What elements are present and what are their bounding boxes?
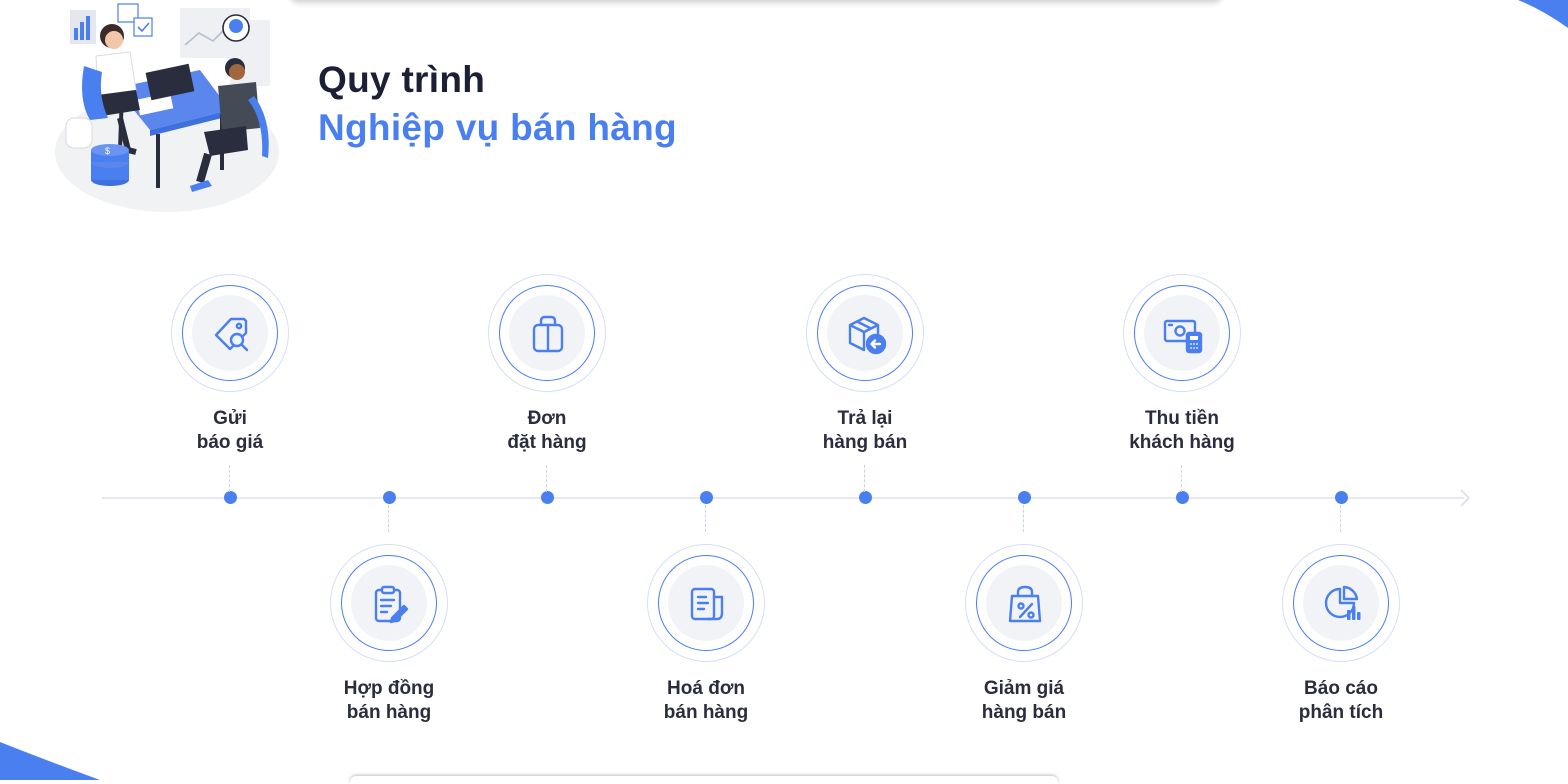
timeline-connector [864,465,866,492]
step-ring [341,555,437,651]
step-node[interactable] [647,544,765,662]
step-node[interactable] [1123,274,1241,392]
timeline-connector [388,505,390,532]
step-label-line2: hàng bán [822,432,908,453]
step-node[interactable] [806,274,924,392]
step-ring [1134,285,1230,381]
timeline-connector [229,465,231,492]
step-label: Báo cáo phân tích [1256,677,1426,725]
step-label-line2: phân tích [1298,702,1384,723]
step-label-line2: khách hàng [1129,432,1235,453]
step-ring [182,285,278,381]
office-meeting-illustration: $ [55,3,279,212]
timeline-dot [382,491,396,504]
step-ring [499,285,595,381]
cash-calculator-icon [1162,313,1204,355]
corner-decoration [0,742,100,780]
step-label: Trả lại hàng bán [780,407,950,455]
invoice-icon [686,583,728,625]
title-block: Quy trình Nghiệp vụ bán hàng [318,58,677,154]
timeline-arrow-icon [1460,489,1471,507]
timeline-dot [699,491,713,504]
timeline-dot [1334,491,1348,504]
timeline-connector [546,465,548,492]
timeline-dot [1017,491,1031,504]
timeline-dot [223,491,237,504]
clipboard-edit-icon [369,583,411,625]
step-label: Thu tiền khách hàng [1097,407,1267,455]
timeline-dot [540,491,554,504]
step-label-line1: Thu tiền [1145,408,1219,429]
step-node[interactable] [965,544,1083,662]
box-return-icon [845,313,887,355]
svg-text:$: $ [105,146,110,156]
step-label-line1: Giảm giá [983,678,1065,699]
timeline-connector [1181,465,1183,492]
step-label-line1: Đơn [527,408,567,429]
step-label: Hợp đồng bán hàng [304,677,474,725]
corner-decoration [1518,0,1568,28]
page-title: Quy trình [318,59,486,100]
step-label-line2: hàng bán [981,702,1067,723]
step-ring [658,555,754,651]
page-subtitle: Nghiệp vụ bán hàng [318,107,677,148]
step-label-line1: Báo cáo [1304,678,1378,699]
step-icon-background [192,295,268,371]
timeline-dot [858,491,872,504]
timeline-connector [1023,505,1025,532]
step-label-line2: bán hàng [346,702,432,723]
step-icon-background [351,565,427,641]
step-ring [976,555,1072,651]
step-ring [1293,555,1389,651]
step-node[interactable] [1282,544,1400,662]
step-label-line2: báo giá [196,432,264,453]
step-label: Đơn đặt hàng [462,407,632,455]
step-label-line2: bán hàng [663,702,749,723]
gift-bag-icon [527,313,569,355]
step-ring [817,285,913,381]
step-icon-background [986,565,1062,641]
step-icon-background [1144,295,1220,371]
timeline-connector [705,505,707,532]
step-label-line1: Hoá đơn [667,678,745,699]
shopping-bag-percent-icon [1004,583,1046,625]
step-label: Gửi báo giá [145,407,315,455]
step-label-line1: Gửi [213,408,247,429]
step-label: Hoá đơn bán hàng [621,677,791,725]
bottom-panel-edge [350,776,1058,784]
step-label-line1: Hợp đồng [343,678,435,699]
step-node[interactable] [171,274,289,392]
step-label-line2: đặt hàng [507,432,587,453]
timeline-dot [1175,491,1189,504]
step-label: Giảm giá hàng bán [939,677,1109,725]
timeline-connector [1340,505,1342,532]
step-label-line1: Trả lại [837,408,893,429]
step-node[interactable] [488,274,606,392]
pie-chart-report-icon [1321,583,1363,625]
timeline-line [102,497,1464,499]
tag-search-icon [210,313,252,355]
step-node[interactable] [330,544,448,662]
